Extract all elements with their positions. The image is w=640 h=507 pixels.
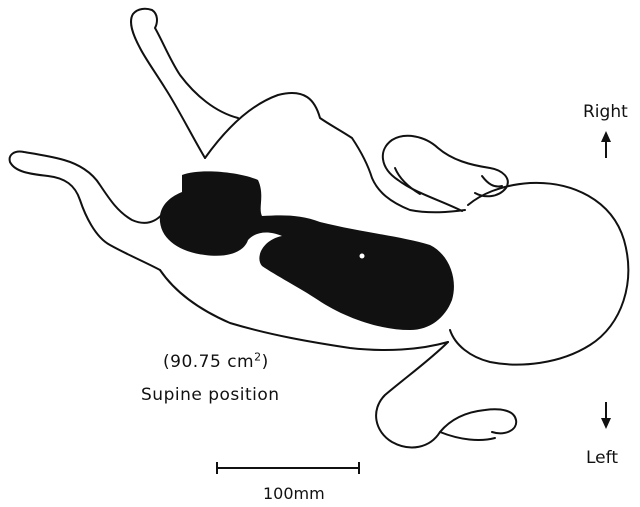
arrow-down-icon	[601, 402, 611, 429]
area-close: )	[262, 352, 269, 372]
position-label: Supine position	[141, 385, 280, 405]
scale-bar	[217, 462, 359, 474]
lower-leg-outline	[10, 152, 168, 270]
arrow-up-icon	[601, 131, 611, 158]
shaded-region-marker	[360, 254, 365, 259]
hand-fingers	[395, 168, 502, 194]
lower-arm-outline	[376, 342, 516, 447]
shaded-region	[160, 171, 454, 330]
direction-label-left: Left	[586, 448, 618, 468]
area-value: (90.75 cm	[163, 352, 254, 372]
area-measurement-label: (90.75 cm2)	[163, 352, 269, 372]
head-outline	[450, 183, 628, 365]
direction-label-right: Right	[583, 102, 628, 122]
scale-bar-label: 100mm	[263, 484, 325, 503]
lower-hand-outline	[440, 432, 495, 440]
hand-outline	[383, 136, 508, 211]
area-unit-exponent: 2	[254, 350, 262, 363]
